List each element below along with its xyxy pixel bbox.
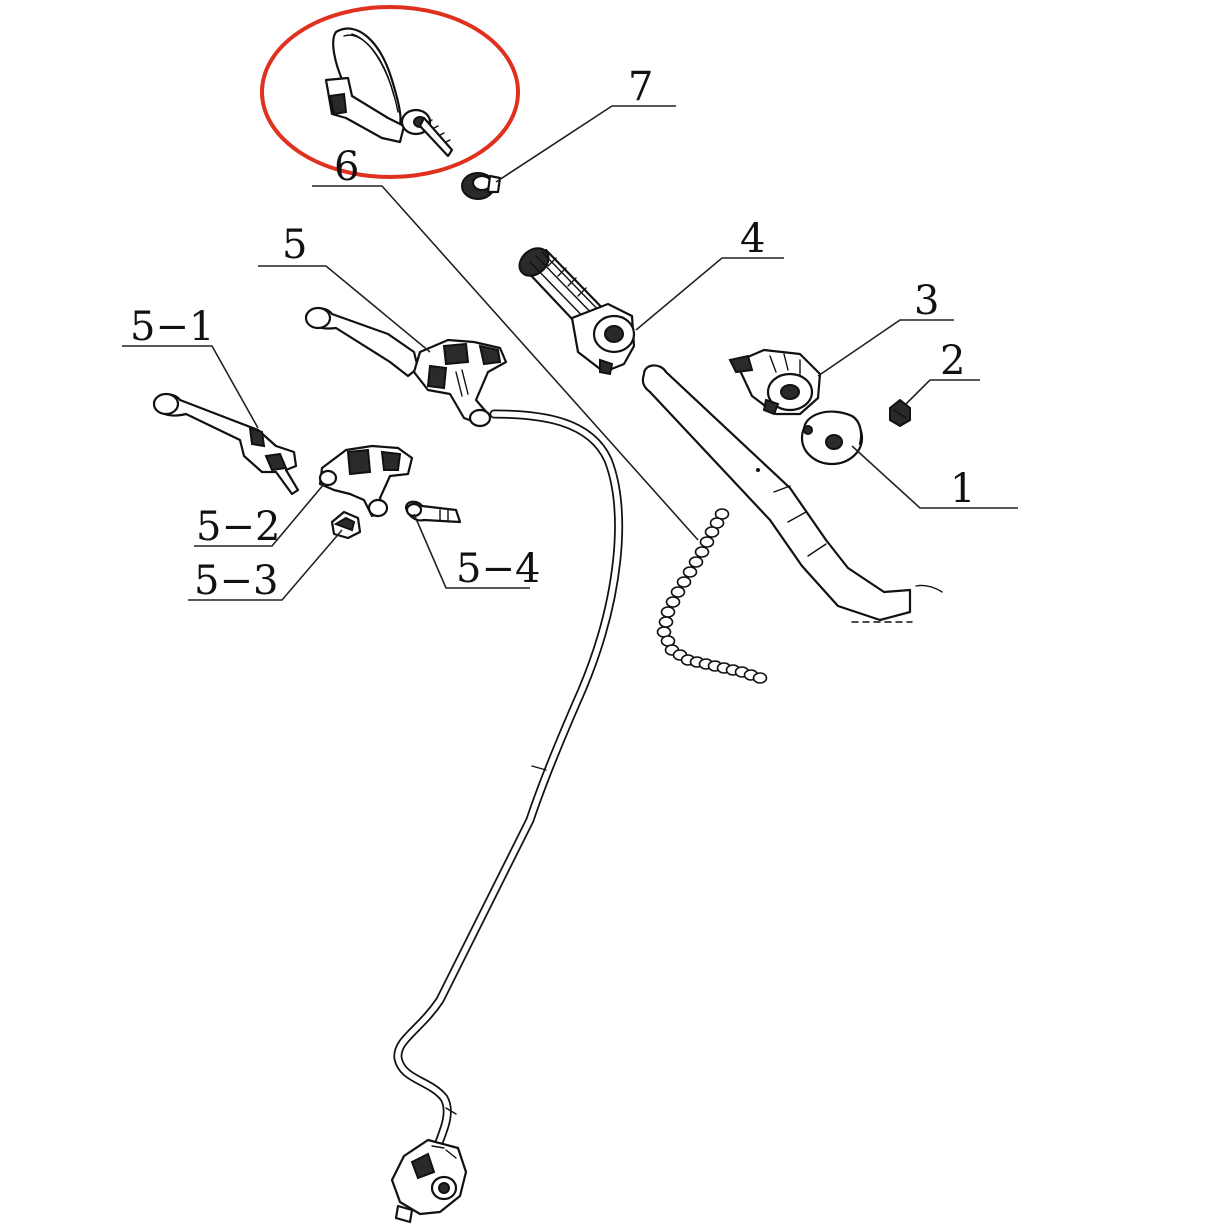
chain-bead — [676, 576, 692, 588]
chain-bead — [694, 546, 710, 558]
leader-1 — [851, 445, 1018, 509]
leader-2 — [905, 379, 980, 405]
callout-4: 4 — [740, 216, 765, 262]
chain-bead — [682, 566, 698, 578]
leader-3 — [817, 319, 954, 377]
chain-bead — [660, 606, 676, 618]
part-5-4-fitting[interactable] — [404, 500, 462, 524]
handlebar[interactable] — [641, 364, 943, 623]
part-3-switch-housing[interactable] — [728, 348, 822, 416]
callout-6: 6 — [334, 144, 359, 190]
chain-bead — [688, 556, 704, 568]
callout-3: 3 — [914, 278, 939, 324]
part-7-nut[interactable] — [461, 172, 502, 200]
leader-5 — [258, 265, 431, 353]
leader-7 — [495, 105, 676, 183]
part-5-2-clamp[interactable] — [318, 444, 414, 518]
chain-bead — [658, 616, 674, 628]
callout-5-4: 5−4 — [456, 546, 540, 592]
chain-bead — [752, 672, 768, 684]
leader-lines — [122, 105, 1018, 601]
callout-5-1: 5−1 — [130, 304, 214, 350]
callout-labels: 7 6 4 3 2 1 5 5−1 5−2 5−3 5−4 — [130, 64, 975, 604]
leader-5-2 — [194, 483, 325, 547]
part-1-bar-end[interactable] — [800, 410, 864, 466]
chain-bead — [704, 526, 720, 538]
leader-5-4 — [413, 513, 530, 589]
callout-1: 1 — [950, 466, 975, 512]
leader-6 — [312, 185, 699, 541]
callout-7: 7 — [628, 64, 653, 110]
part-5-3-block[interactable] — [330, 510, 362, 540]
brake-hose[interactable] — [393, 409, 624, 1155]
leader-5-1 — [122, 345, 259, 429]
part-2-small-nut[interactable] — [889, 398, 911, 428]
red-highlight-ellipse — [260, 5, 520, 179]
highlighted-mirror-part[interactable] — [260, 5, 520, 179]
part-4-throttle-grip[interactable] — [514, 243, 636, 376]
callout-5: 5 — [282, 222, 307, 268]
chain-bead — [665, 596, 681, 608]
callout-2: 2 — [940, 338, 965, 384]
chain-bead — [670, 586, 686, 598]
leader-4 — [635, 257, 784, 331]
callout-5-3: 5−3 — [194, 558, 278, 604]
chain-bead — [699, 536, 715, 548]
callout-5-2: 5−2 — [196, 504, 280, 550]
part-5-master-cylinder[interactable] — [304, 306, 508, 428]
brake-caliper[interactable] — [390, 1138, 468, 1224]
part-5-1-lever[interactable] — [152, 392, 300, 496]
part-6-bead-chain[interactable] — [656, 508, 768, 684]
leader-5-3 — [188, 529, 343, 601]
